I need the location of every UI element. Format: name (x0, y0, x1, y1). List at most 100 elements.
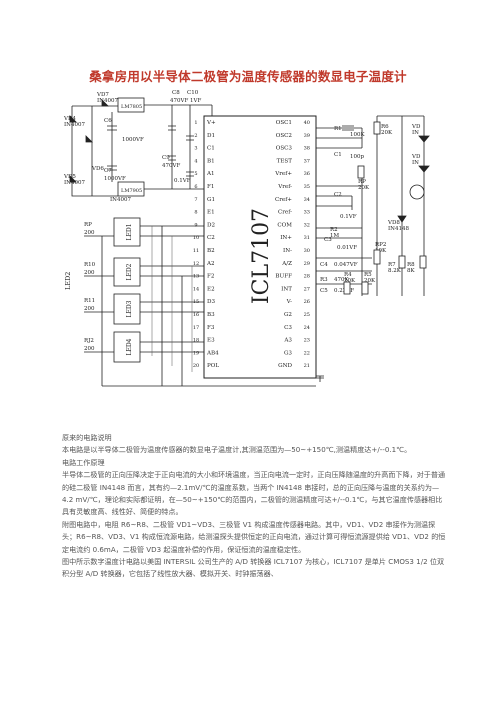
ic-pin-left-number: 5 (194, 171, 197, 177)
ic-pin-left-number: 16 (193, 312, 199, 318)
ic-pin-right-number: 22 (304, 350, 310, 356)
svg-text:0.1VF: 0.1VF (340, 214, 357, 220)
ic-pin-right-number: 40 (304, 120, 310, 126)
ic-pin-left-label: B2 (207, 248, 215, 254)
ic-pin-left-label: B1 (207, 158, 215, 164)
svg-text:R1: R1 (334, 126, 342, 132)
svg-text:IN4148: IN4148 (388, 226, 409, 232)
svg-text:0.01VF: 0.01VF (337, 245, 357, 251)
paragraph: 原来的电路说明 (62, 433, 112, 442)
ic-pin-left-label: D2 (207, 222, 215, 228)
ic-pin-right-label: IN+ (280, 235, 292, 241)
svg-text:R2: R2 (330, 227, 338, 233)
ic-pin-left-label: POL (207, 363, 219, 369)
ic-pin-right-number: 32 (304, 222, 310, 228)
ic-pin-right-number: 33 (304, 210, 310, 216)
article-body: 原来的电路说明 本电路是以半导体二极管为温度传感器的数显电子温度计,其测温范围为… (62, 432, 446, 581)
ic-pin-right-label: OSC2 (276, 133, 293, 139)
ic-pin-left-number: 3 (194, 146, 197, 152)
ic-pin-left-number: 9 (194, 222, 197, 228)
ic-pin-left-number: 14 (193, 286, 199, 292)
paragraph: 半导体二极管的正向压降决定于正向电流的大小和环境温度，当正向电流一定时，正向压降… (62, 470, 446, 517)
svg-text:20K: 20K (358, 185, 370, 191)
ic-pin-right-number: 35 (304, 184, 310, 190)
svg-text:C1: C1 (334, 152, 342, 158)
ic-pin-right-number: 37 (304, 158, 310, 164)
svg-text:200: 200 (84, 346, 95, 352)
ic-pin-left-number: 1 (194, 120, 197, 126)
ic-pin-right-label: Vref+ (274, 171, 292, 177)
svg-text:C4: C4 (320, 262, 328, 268)
ic-pin-left-label: B3 (207, 312, 215, 318)
svg-text:LM7805: LM7805 (121, 104, 142, 110)
ic-pin-right-number: 24 (304, 325, 310, 331)
svg-text:IN4007: IN4007 (110, 197, 131, 203)
ic-pin-left-label: E1 (207, 210, 215, 216)
svg-text:IN4007: IN4007 (64, 122, 85, 128)
ic-pin-left-label: A1 (206, 171, 215, 177)
ic-pin-right-number: 25 (304, 312, 310, 318)
circuit-schematic: VD7 IN4007 VD4 IN4007 C6 1000VF C8 C10 4… (62, 86, 434, 416)
svg-text:0.1VF: 0.1VF (174, 178, 191, 184)
ic-pin-right-label: Vref- (277, 184, 292, 190)
paragraph: 附图电路中，电阻 R6~R8、二极管 VD1~VD3、三极管 V1 构成温度传感… (62, 519, 446, 554)
ic-pin-left-label: F1 (207, 184, 214, 190)
ic-pin-right-number: 26 (304, 299, 310, 305)
svg-text:C6: C6 (104, 118, 112, 124)
ic-pin-right-label: OSC3 (276, 146, 293, 152)
ic-pin-right-label: G3 (284, 350, 292, 356)
svg-text:IN4007: IN4007 (97, 98, 118, 104)
svg-text:8K: 8K (407, 268, 415, 274)
ic-pin-right-number: 29 (304, 261, 310, 267)
ic-pin-left-label: F2 (207, 274, 215, 280)
svg-text:R11: R11 (84, 298, 95, 304)
ic-pin-right-label: C3 (284, 325, 292, 331)
ic-pin-right-number: 39 (304, 133, 310, 139)
ic-pin-left-number: 17 (193, 325, 199, 331)
ic-pin-left-number: 11 (193, 248, 199, 254)
ic-name: ICL7107 (249, 208, 274, 304)
ic-pin-left-number: 18 (193, 338, 199, 344)
ic-pin-right-label: TEST (277, 158, 293, 164)
ic-pin-left-label: E2 (207, 286, 215, 292)
ic-pin-right-number: 21 (304, 363, 310, 369)
svg-text:20K: 20K (381, 130, 393, 136)
svg-text:C5: C5 (320, 288, 328, 294)
svg-text:20K: 20K (364, 278, 376, 284)
svg-text:1000VF: 1000VF (104, 176, 126, 182)
svg-text:470VF: 470VF (162, 163, 180, 169)
ic-pin-right-label: IN- (283, 248, 292, 254)
svg-text:100p: 100p (350, 154, 364, 160)
ic-pin-right-label: Cref+ (275, 197, 292, 203)
ic-pin-right-number: 23 (304, 338, 310, 344)
ic-pin-left-number: 8 (194, 210, 197, 216)
ic-pin-left-label: C2 (207, 235, 215, 241)
svg-text:IN4007: IN4007 (64, 180, 85, 186)
svg-text:IN: IN (412, 160, 419, 166)
ic-pin-right-number: 38 (304, 146, 310, 152)
ic-pin-left-number: 10 (193, 235, 199, 241)
ic-pin-right-number: 28 (304, 274, 310, 280)
svg-text:C2: C2 (334, 192, 342, 198)
paragraph: 本电路是以半导体二极管为温度传感器的数显电子温度计,其测温范围为—50~+150… (62, 445, 412, 455)
svg-text:RP: RP (84, 222, 92, 228)
svg-text:200: 200 (84, 270, 95, 276)
svg-text:R6: R6 (381, 124, 389, 130)
svg-text:C3: C3 (324, 237, 332, 243)
svg-text:RP2: RP2 (375, 242, 386, 248)
svg-text:RJ2: RJ2 (84, 338, 94, 344)
svg-text:200: 200 (84, 306, 95, 312)
ic-pin-left-number: 20 (193, 363, 199, 369)
ic-pin-right-label: BUFF (275, 274, 292, 280)
ic-pin-right-label: INT (281, 286, 292, 292)
svg-text:470K: 470K (334, 277, 349, 283)
svg-text:C9: C9 (162, 155, 170, 161)
ic-pin-left-number: 7 (194, 197, 197, 203)
svg-text:LM7905: LM7905 (121, 188, 142, 194)
svg-text:VD6: VD6 (91, 166, 104, 172)
ic-pin-left-label: G1 (207, 197, 215, 203)
svg-text:R8: R8 (407, 262, 415, 268)
ic-pin-left-number: 12 (193, 261, 199, 267)
ic-pin-left-label: A2 (206, 261, 215, 267)
ic-pin-right-label: COM (277, 222, 292, 228)
